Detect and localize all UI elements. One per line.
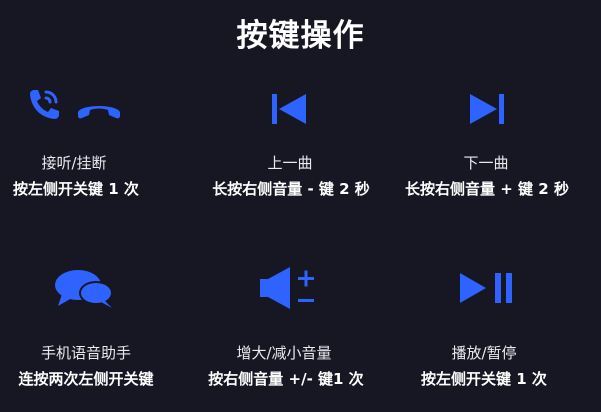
previous-track-icon (272, 94, 306, 124)
item-label: 手机语音助手 (40, 344, 131, 362)
item-label: 增大/减小音量 (236, 344, 332, 362)
item-action: 长按右侧音量 - 键 2 秒 (212, 180, 370, 198)
item-action: 按左侧开关键 1 次 (13, 180, 139, 198)
play-pause-icon (460, 273, 512, 303)
item-label: 下一曲 (463, 154, 509, 172)
item-action: 连按两次左侧开关键 (18, 370, 154, 388)
page-title: 按键操作 (236, 18, 365, 54)
hang-up-icon (78, 106, 120, 119)
item-label: 接听/挂断 (41, 154, 107, 172)
chat-bubbles-icon (55, 270, 113, 308)
item-action: 长按右侧音量 + 键 2 秒 (405, 180, 569, 198)
item-action: 按右侧音量 +/- 键1 次 (208, 370, 364, 388)
volume-up-down-icon (260, 267, 314, 309)
item-label: 上一曲 (267, 154, 313, 172)
phone-call-icon (30, 90, 59, 119)
item-action: 按左侧开关键 1 次 (421, 370, 547, 388)
next-track-icon (470, 94, 504, 124)
item-label: 播放/暂停 (451, 344, 517, 362)
